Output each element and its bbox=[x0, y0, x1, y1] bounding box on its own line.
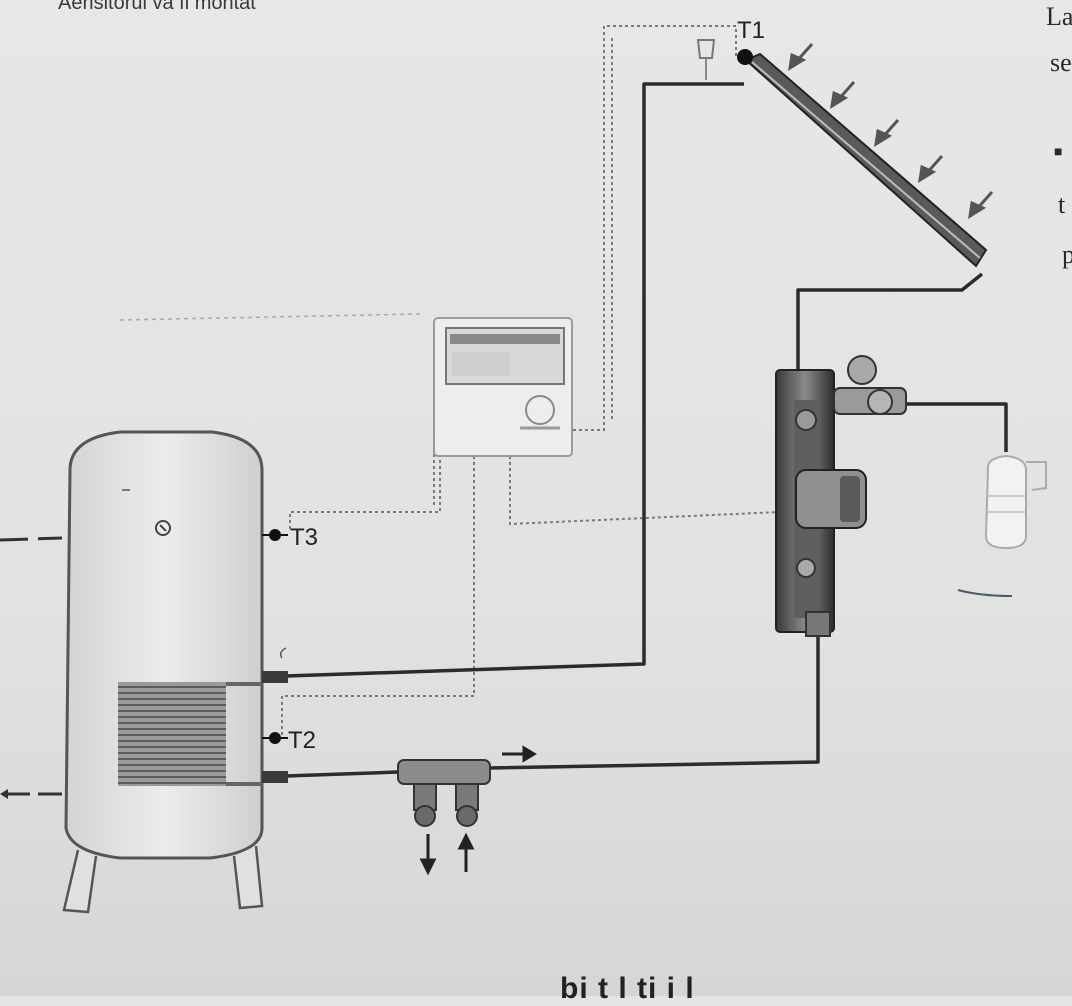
pipe-collector-to-station bbox=[796, 272, 984, 370]
flow-up-arrow-icon bbox=[457, 832, 475, 872]
sensor-t1-dot bbox=[737, 49, 753, 65]
sun-ray-arrow-icon bbox=[918, 155, 944, 183]
sun-ray-arrow-icon bbox=[830, 81, 856, 109]
pipe-collector-to-tank bbox=[285, 82, 744, 678]
flow-down-arrow-icon bbox=[419, 834, 437, 876]
sun-ray-arrow-icon bbox=[788, 43, 814, 71]
side-text-line-4: p bbox=[1062, 240, 1072, 269]
pressure-gauge-icon bbox=[867, 389, 893, 415]
faint-divider bbox=[119, 313, 421, 321]
flow-arrows bbox=[419, 745, 537, 876]
side-text-line-1: La bbox=[1046, 2, 1072, 31]
solar-collector bbox=[696, 39, 988, 268]
sun-ray-arrow-icon bbox=[874, 119, 900, 147]
tank-inlet-nozzle bbox=[262, 671, 288, 683]
sensor-t3-label: T3 bbox=[290, 524, 318, 551]
sun-ray-arrow-icon bbox=[968, 191, 994, 219]
pen-mark bbox=[957, 589, 1013, 597]
sensor-t2-label: T2 bbox=[288, 727, 316, 754]
solar-controller bbox=[433, 317, 573, 457]
flow-right-arrow-icon bbox=[502, 745, 537, 763]
expansion-vessel bbox=[984, 454, 1047, 550]
air-vent-icon bbox=[696, 39, 716, 59]
tank-leg-left bbox=[62, 849, 98, 914]
manifold-fitting bbox=[397, 759, 491, 827]
side-text-line-3: t bbox=[1058, 190, 1066, 219]
storage-tank bbox=[0, 430, 264, 914]
cold-water-line bbox=[0, 536, 63, 542]
tank-leg-right bbox=[232, 845, 264, 910]
pump-station bbox=[775, 355, 907, 637]
side-text-bullet: ■ bbox=[1054, 145, 1063, 160]
sun-rays bbox=[788, 43, 994, 219]
heat-exchanger-coil bbox=[118, 682, 226, 786]
top-text-fragment: Aerisitorul va fi montat bbox=[58, 0, 256, 14]
pipe-expansion-vessel bbox=[902, 402, 1008, 452]
collector-pipes bbox=[285, 82, 1008, 778]
thermometer-gauge-icon bbox=[155, 520, 171, 536]
sensor-t1-label: T1 bbox=[737, 17, 765, 44]
sensor-wires bbox=[281, 25, 781, 736]
controller-knob-icon bbox=[525, 395, 555, 425]
side-text-line-2: se bbox=[1050, 48, 1072, 77]
pipe-station-return bbox=[489, 632, 820, 770]
tank-outlet-nozzle bbox=[262, 771, 288, 783]
